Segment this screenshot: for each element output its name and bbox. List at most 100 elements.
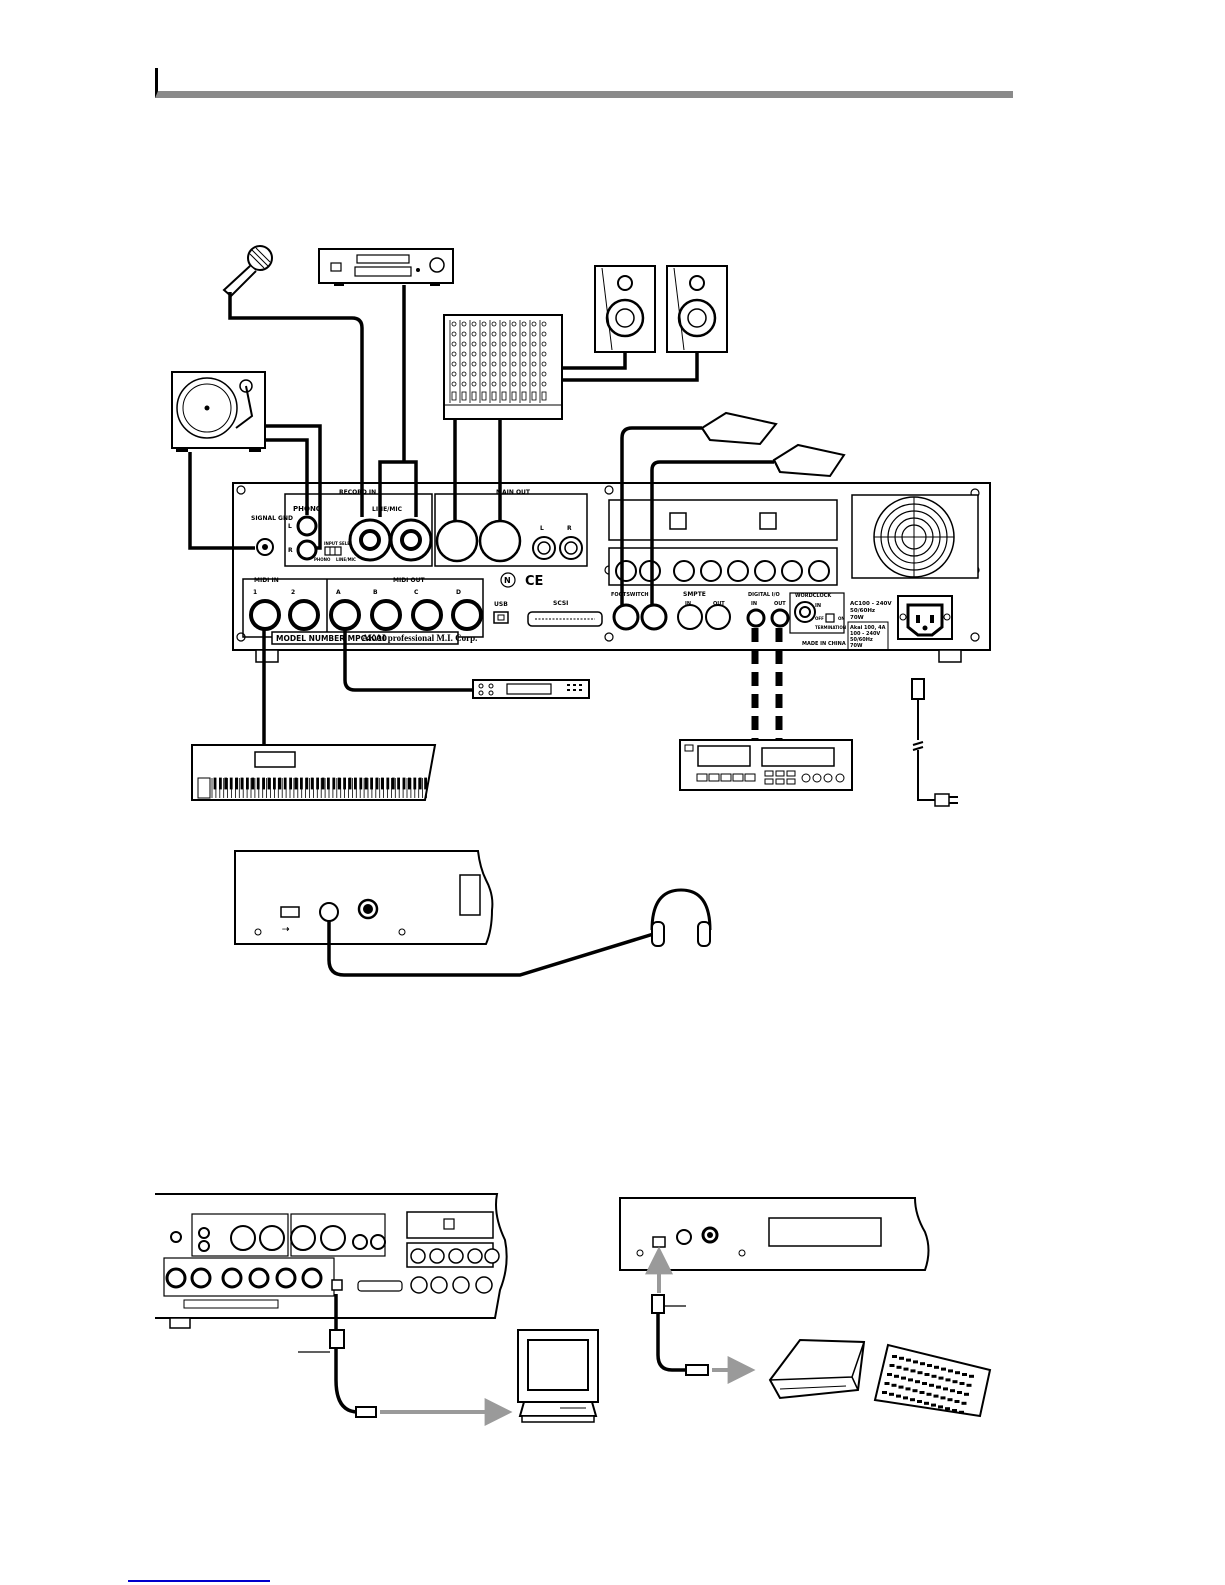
headphone-jack[interactable]: [319, 902, 339, 922]
main-out-l-jack[interactable]: [435, 519, 479, 563]
ce-mark-icon: CE: [525, 574, 543, 589]
smpte-in-label: IN: [685, 601, 691, 607]
phono-r-label: R: [288, 547, 293, 554]
digital-out-jack[interactable]: [770, 608, 790, 628]
smpte-in-jack[interactable]: [677, 604, 703, 630]
termination-switch[interactable]: [825, 613, 835, 623]
ac-inlet[interactable]: [897, 595, 953, 640]
midi-in-1-jack[interactable]: [249, 599, 281, 631]
made-in-label: MADE IN CHINA: [802, 641, 846, 647]
power-spec-2-line1: Akai 100, 4A: [850, 625, 886, 631]
midi-out-b-label: B: [373, 589, 378, 596]
midi-keyboard-icon: [191, 744, 437, 801]
usb-symbol-icon: ⇢: [282, 925, 290, 935]
digital-out-label: OUT: [774, 601, 786, 607]
out-l-jack[interactable]: [532, 536, 556, 560]
phono-opt-label: PHONO: [314, 557, 331, 562]
cables: [188, 285, 774, 745]
digital-io-label: DIGITAL I/O: [748, 592, 780, 598]
digital-in-jack[interactable]: [746, 608, 766, 628]
footswitch-1-jack[interactable]: [612, 603, 640, 631]
power-spec-2-line2: 100 - 240V: [850, 631, 880, 637]
cooling-fan-icon: [851, 494, 979, 579]
n-mark-icon: [500, 572, 516, 588]
brand-label: AKAI professional M.I. Corp.: [362, 633, 477, 643]
midi-in-2-jack[interactable]: [288, 599, 320, 631]
usb-b-port[interactable]: [493, 611, 509, 624]
wordclock-in-label: IN: [815, 603, 821, 609]
power-spec-1-line1: AC100 - 240V: [850, 601, 892, 607]
usb-b-port-rear[interactable]: [331, 1279, 343, 1291]
headphones-icon: [650, 888, 712, 947]
footer-rule: [128, 1580, 270, 1582]
on-label: ON: [838, 616, 845, 621]
line-mic-l-jack[interactable]: [348, 518, 392, 562]
foot-pedal-2-icon: [772, 443, 846, 478]
power-plug-icon: [911, 678, 958, 807]
main-out-section: [434, 493, 588, 567]
main-out-r-jack[interactable]: [478, 519, 522, 563]
input-select-switch[interactable]: [324, 546, 342, 556]
rear-panel-usb-view: [155, 1193, 513, 1426]
smpte-label: SMPTE: [683, 591, 706, 598]
computer-monitor-icon: [517, 1329, 599, 1423]
external-drive-icon: [768, 1338, 866, 1400]
midi-out-a-jack[interactable]: [329, 599, 361, 631]
record-in-label: RECORD IN: [339, 489, 376, 496]
rear-panel: SIGNAL GND RECORD IN PHONO LINE/MIC INPU…: [232, 482, 991, 663]
line-mic-r-jack[interactable]: [389, 518, 433, 562]
smpte-out-label: OUT: [713, 601, 725, 607]
midi-in-1-label: 1: [253, 589, 257, 596]
midi-out-b-jack[interactable]: [370, 599, 402, 631]
speaker-right-icon: [666, 265, 728, 353]
digital-cables: [751, 628, 783, 740]
expansion-slot-1: [608, 499, 838, 541]
usb-a-port-front[interactable]: [280, 906, 300, 918]
input-select-label: INPUT SELECT: [324, 541, 356, 546]
phono-l-jack[interactable]: [296, 515, 318, 537]
midi-in-label: MIDI IN: [254, 577, 279, 584]
main-out-label: MAIN OUT: [496, 489, 531, 496]
microphone-icon: [222, 245, 273, 298]
out-r-jack[interactable]: [559, 536, 583, 560]
smpte-out-jack[interactable]: [705, 604, 731, 630]
line-mic-label: LINE/MIC: [372, 506, 403, 513]
svg-text:N: N: [504, 576, 511, 585]
midi-in-2-label: 2: [291, 589, 295, 596]
midi-out-d-jack[interactable]: [451, 599, 483, 631]
midi-out-d-label: D: [456, 589, 461, 596]
footswitch-2-jack[interactable]: [640, 603, 668, 631]
power-spec-1-line3: 70W: [850, 615, 864, 621]
foot-pedal-1-icon: [700, 411, 778, 446]
out-l-label: L: [540, 525, 544, 532]
out-r-label: R: [567, 525, 572, 532]
power-spec-2-line3: 50/60Hz: [850, 637, 873, 643]
model-label: MODEL NUMBER MPC4000: [276, 634, 387, 643]
midi-out-a-label: A: [336, 589, 341, 596]
dat-recorder-icon: [679, 739, 853, 791]
front-panel-usb-host: [619, 1197, 930, 1384]
mixer-icon: [443, 314, 563, 420]
termination-label: TERMINATION: [815, 625, 846, 630]
digital-in-label: IN: [751, 601, 757, 607]
wordclock-label: WORDCLOCK: [795, 593, 832, 599]
phono-r-jack[interactable]: [296, 539, 318, 561]
speaker-left-icon: [594, 265, 656, 353]
power-spec-2-line4: 70W: [850, 643, 863, 649]
scsi-label: SCSI: [553, 600, 568, 607]
power-spec-1-line2: 50/60Hz: [850, 608, 875, 614]
midi-out-c-jack[interactable]: [411, 599, 443, 631]
phono-l-label: L: [288, 523, 292, 530]
off-label: OFF: [815, 616, 824, 621]
sound-module-icon: [472, 679, 590, 699]
signal-gnd-label: SIGNAL GND: [251, 515, 293, 522]
record-in-section: [284, 493, 433, 567]
usb-a-port-host[interactable]: [652, 1236, 666, 1248]
turntable-icon: [171, 371, 266, 452]
front-panel-headphone: ⇢: [234, 850, 661, 977]
midi-out-c-label: C: [414, 589, 419, 596]
footswitch-label: FOOTSWITCH: [611, 592, 649, 598]
usb-label: USB: [494, 601, 508, 608]
header-bar: [155, 68, 1013, 98]
